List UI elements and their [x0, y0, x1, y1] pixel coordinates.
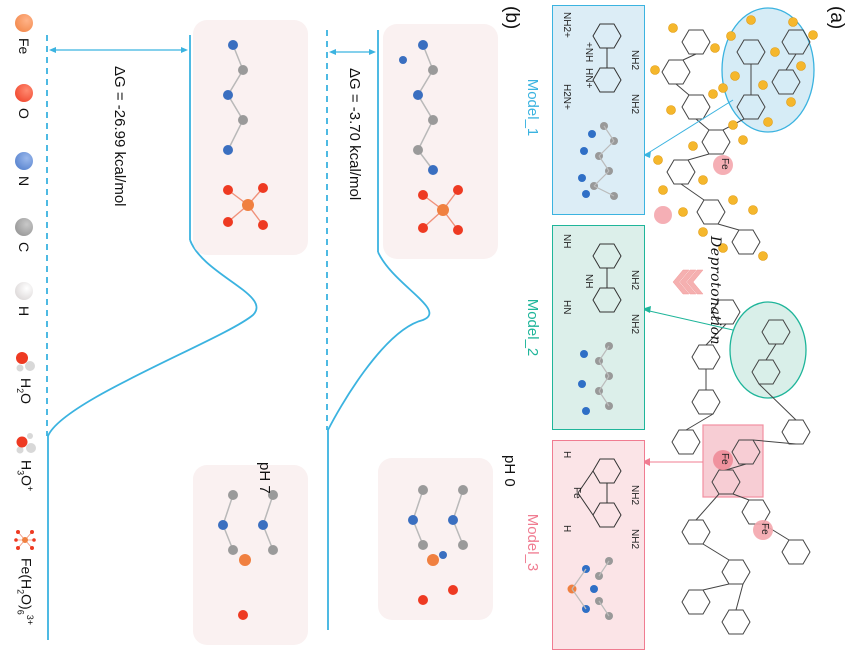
ph7-iron-hexaaqua — [223, 183, 268, 230]
ph7-arrowhead-bottom — [49, 47, 56, 53]
h-atom-icon — [15, 282, 33, 300]
water-molecule-icon — [16, 352, 35, 372]
ph0-ligand-molecule — [399, 40, 438, 175]
legend-item-o: O — [15, 84, 33, 119]
model-pointer-arrows — [643, 99, 734, 466]
legend-label: H2O — [15, 378, 35, 405]
ph7-delta-g-label: ΔG = -26.99 kcal/mol — [111, 66, 128, 207]
model-1-box: NH2 +NH HN+ NH2 NH2+ H2N+ — [552, 5, 645, 215]
proton-markers — [650, 15, 818, 261]
legend-item-fe: Fe — [15, 14, 33, 54]
fe-centre — [713, 155, 733, 175]
ph0-arrowhead-top — [369, 49, 376, 55]
ph7-arrowhead-top — [181, 47, 188, 53]
legend-item-n: N — [15, 152, 33, 186]
fe-atom-icon — [15, 14, 33, 32]
deprotonation-chevrons — [672, 269, 704, 295]
ph7-barrier-curve — [47, 239, 258, 437]
fe-centre — [753, 520, 773, 540]
ph0-initial-molecule-card — [383, 24, 498, 259]
model-2-box: NH2 NH NH2 NH HN — [552, 225, 645, 430]
ph7-initial-molecule-card — [193, 20, 308, 255]
ph7-final-molecule-card — [193, 465, 308, 645]
legend-label: Fe — [16, 38, 32, 55]
ph7-ligand-molecule — [223, 40, 248, 155]
o-atom-icon — [15, 84, 33, 102]
model3-region-rect — [702, 424, 764, 498]
legend-item-h2o: H2O — [14, 350, 36, 404]
ph0-complex-molecule — [408, 485, 468, 605]
legend-item-h3o: H3O+ — [14, 432, 36, 491]
ph7-complex-molecule — [218, 490, 278, 620]
model-3-structure — [567, 458, 622, 620]
model-1-structure — [578, 23, 622, 200]
legend-label: C — [16, 242, 32, 253]
network-bonds — [675, 53, 797, 611]
legend-label: H3O+ — [15, 460, 35, 492]
model-2-structure — [578, 243, 622, 415]
legend-label: O — [16, 108, 32, 119]
fe-centres — [654, 155, 773, 540]
ph0-condition-label: pH 0 — [501, 455, 518, 487]
legend-label: Fe(H2O)63+ — [15, 558, 35, 625]
legend-label: H — [16, 306, 32, 317]
legend-item-h: H — [15, 282, 33, 316]
n-atom-icon — [15, 152, 33, 170]
ph0-barrier-curve — [327, 251, 431, 431]
profile-ph7 — [46, 35, 258, 640]
ph0-iron-hexaaqua — [418, 185, 463, 235]
c-atom-icon — [15, 218, 33, 236]
ph0-arrowhead-bottom — [329, 49, 336, 55]
fe-centre — [713, 450, 733, 470]
ph0-final-molecule-card — [378, 458, 493, 620]
hydronium-molecule-icon — [16, 433, 36, 454]
legend-item-fe-hexaaqua: Fe(H2O)63+ — [14, 528, 36, 625]
fe-centre — [654, 206, 672, 224]
model-3-box: NH2 Fe NH2 H H — [552, 440, 645, 650]
profile-ph0 — [326, 30, 431, 630]
legend-label: N — [16, 176, 32, 187]
legend-item-c: C — [15, 218, 33, 252]
polymer-network-diagram — [643, 7, 818, 635]
ph0-delta-g-label: ΔG = -3.70 kcal/mol — [346, 68, 363, 201]
ph7-condition-label: pH 7 — [256, 462, 273, 494]
fe-hexaaqua-icon — [14, 530, 36, 550]
